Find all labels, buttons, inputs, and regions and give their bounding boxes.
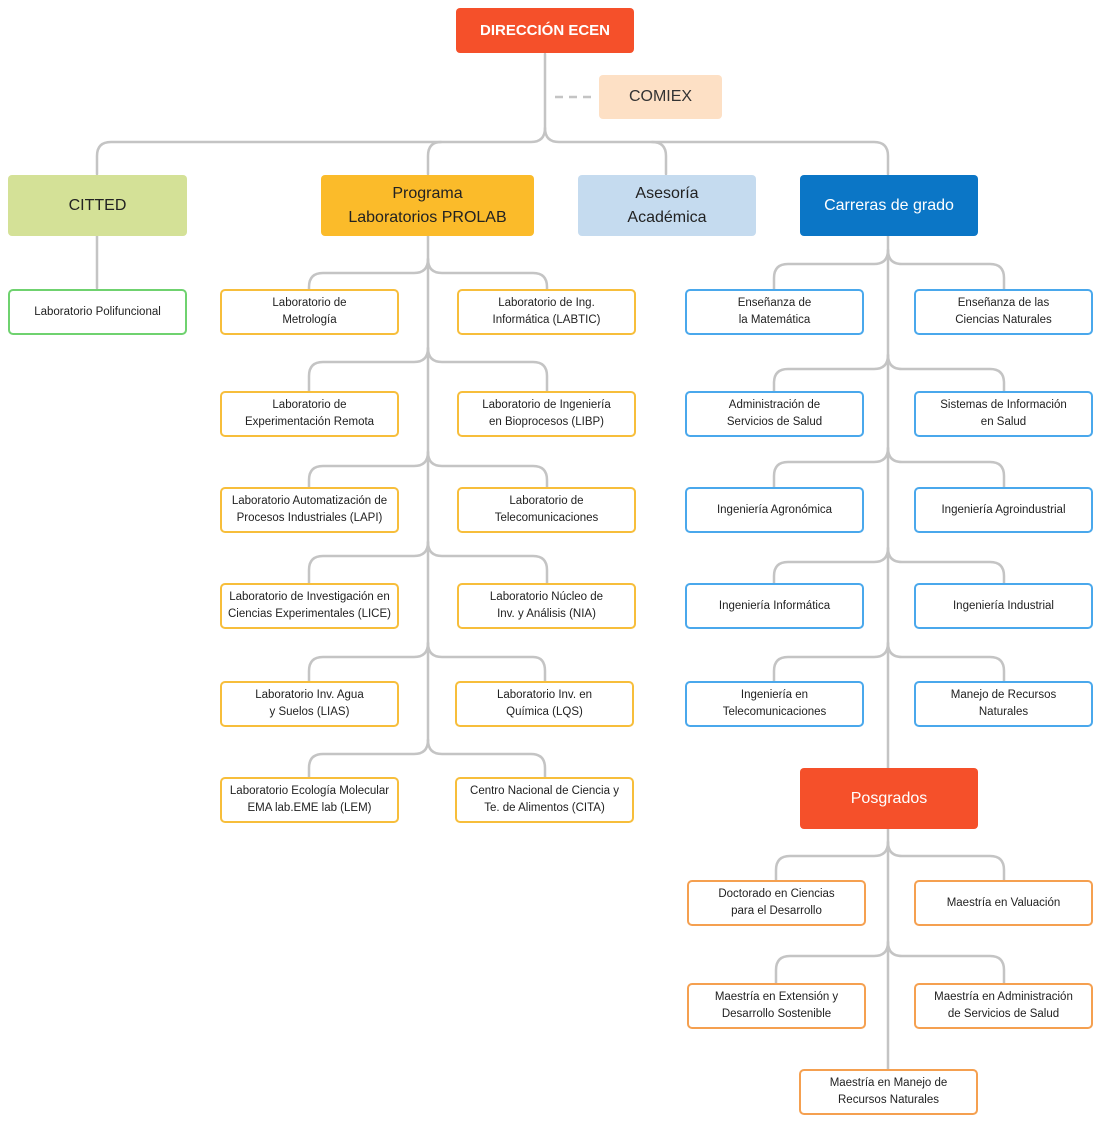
comiex-box: COMIEX (599, 75, 722, 119)
carrera-item: Administración de Servicios de Salud (685, 391, 864, 437)
direccion-ecen-box: DIRECCIÓN ECEN (456, 8, 634, 53)
posgrado-item: Maestría en Manejo de Recursos Naturales (799, 1069, 978, 1115)
posgrado-item: Maestría en Administración de Servicios … (914, 983, 1093, 1029)
prolab-item: Laboratorio Inv. Agua y Suelos (LIAS) (220, 681, 399, 727)
citted-header: CITTED (8, 175, 187, 236)
prolab-item: Laboratorio de Metrología (220, 289, 399, 335)
prolab-item: Laboratorio de Ing. Informática (LABTIC) (457, 289, 636, 335)
posgrados-title: Posgrados (850, 789, 928, 807)
prolab-item: Laboratorio Inv. en Química (LQS) (455, 681, 634, 727)
prolab-item: Laboratorio de Experimentación Remota (220, 391, 399, 437)
prolab-header: Programa Laboratorios PROLAB (321, 175, 534, 236)
prolab-item: Laboratorio Automatización de Procesos I… (220, 487, 399, 533)
prolab-item: Centro Nacional de Ciencia y Te. de Alim… (455, 777, 634, 823)
direccion-ecen-label: DIRECCIÓN ECEN (479, 22, 610, 39)
posgrados-header: Posgrados (800, 768, 978, 829)
carrera-item: Ingeniería Agroindustrial (914, 487, 1093, 533)
carrera-item: Ingeniería Industrial (914, 583, 1093, 629)
carrera-item: Enseñanza de las Ciencias Naturales (914, 289, 1093, 335)
comiex-label: COMIEX (628, 88, 693, 105)
posgrado-item: Doctorado en Ciencias para el Desarrollo (687, 880, 866, 926)
posgrado-item: Maestría en Extensión y Desarrollo Soste… (687, 983, 866, 1029)
posgrado-item: Maestría en Valuación (914, 880, 1093, 926)
carrera-item: Ingeniería Informática (685, 583, 864, 629)
prolab-item: Laboratorio Ecología Molecular EMA lab.E… (220, 777, 399, 823)
carreras-header: Carreras de grado (800, 175, 978, 236)
asesoria-title: Asesoría Académica (627, 184, 707, 226)
citted-item: Laboratorio Polifuncional (8, 289, 187, 335)
asesoria-academica-header: Asesoría Académica (578, 175, 756, 236)
carreras-title: Carreras de grado (824, 196, 954, 214)
carrera-item: Sistemas de Información en Salud (914, 391, 1093, 437)
citted-title: CITTED (68, 196, 127, 214)
prolab-title: Programa Laboratorios PROLAB (348, 184, 507, 226)
carrera-item: Manejo de Recursos Naturales (914, 681, 1093, 727)
prolab-item: Laboratorio de Ingeniería en Bioprocesos… (457, 391, 636, 437)
prolab-item: Laboratorio de Investigación en Ciencias… (220, 583, 399, 629)
prolab-item: Laboratorio Núcleo de Inv. y Análisis (N… (457, 583, 636, 629)
prolab-item: Laboratorio de Telecomunicaciones (457, 487, 636, 533)
carrera-item: Enseñanza de la Matemática (685, 289, 864, 335)
carrera-item: Ingeniería Agronómica (685, 487, 864, 533)
carrera-item: Ingeniería en Telecomunicaciones (685, 681, 864, 727)
